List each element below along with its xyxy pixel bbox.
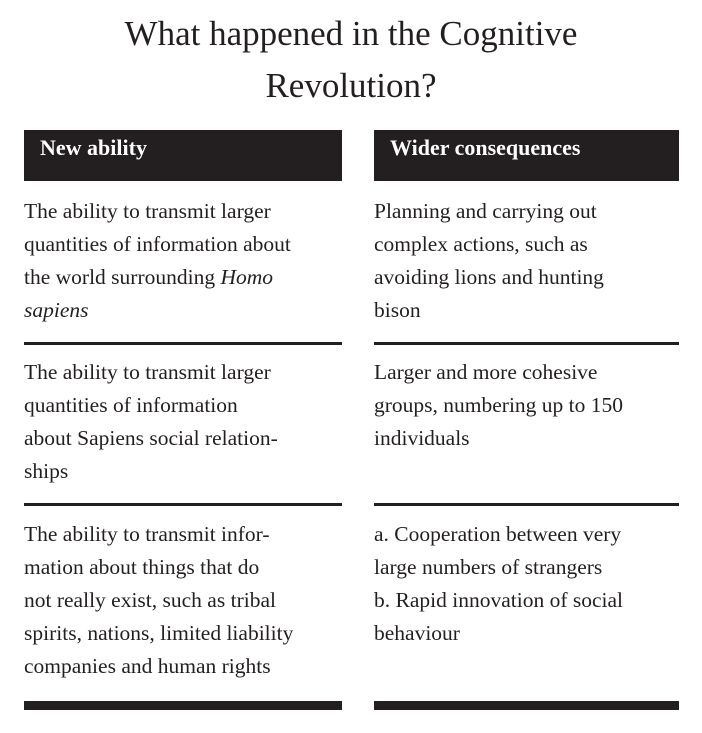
row-2-consequence-cell: Larger and more cohesive groups, numberi…: [374, 356, 674, 455]
row-3-ability-cell: The ability to transmit infor- mation ab…: [24, 518, 340, 683]
row-2-consequence-line: individuals: [374, 426, 470, 450]
row-2-consequence-line: Larger and more cohesive: [374, 360, 598, 384]
row-divider: [24, 342, 342, 345]
row-1-ability-italic: Homo: [220, 265, 274, 289]
row-3-ability-line: not really exist, such as tribal: [24, 588, 276, 612]
row-1-consequence-line: Planning and carrying out: [374, 199, 597, 223]
row-3-consequence-line: large numbers of strangers: [374, 555, 603, 579]
row-3-consequence-cell: a. Cooperation between very large number…: [374, 518, 674, 650]
row-2-ability-line: ships: [24, 459, 69, 483]
row-3-consequence-line: behaviour: [374, 621, 460, 645]
row-2-ability-line: about Sapiens social relation-: [24, 426, 278, 450]
row-1-ability-cell: The ability to transmit larger quantitie…: [24, 195, 340, 327]
page-title: What happened in the Cognitive Revolutio…: [0, 8, 702, 112]
row-2-ability-cell: The ability to transmit larger quantitie…: [24, 356, 340, 488]
header-wider-consequences: Wider consequences: [374, 130, 679, 181]
row-3-ability-line: The ability to transmit infor-: [24, 522, 270, 546]
row-1-ability-line: The ability to transmit larger: [24, 199, 271, 223]
page-title-line-1: What happened in the Cognitive: [124, 14, 578, 53]
row-1-ability-line: the world surrounding: [24, 265, 221, 289]
row-1-ability-italic: sapiens: [24, 298, 89, 322]
row-1-consequence-cell: Planning and carrying out complex action…: [374, 195, 674, 327]
row-2-consequence-line: groups, numbering up to 150: [374, 393, 624, 417]
row-1-consequence-line: complex actions, such as: [374, 232, 588, 256]
table-bottom-rule: [24, 701, 342, 710]
row-2-ability-line: quantities of information: [24, 393, 238, 417]
row-3-consequence-line: b. Rapid innovation of social: [374, 588, 624, 612]
row-3-ability-line: companies and human rights: [24, 654, 271, 678]
page-title-line-2: Revolution?: [265, 66, 437, 105]
row-1-ability-line: quantities of information about: [24, 232, 291, 256]
row-3-ability-line: spirits, nations, limited liability: [24, 621, 294, 645]
row-3-ability-line: mation about things that do: [24, 555, 260, 579]
row-2-ability-line: The ability to transmit larger: [24, 360, 271, 384]
row-1-consequence-line: bison: [374, 298, 421, 322]
row-divider: [374, 503, 679, 506]
header-new-ability: New ability: [24, 130, 342, 181]
row-divider: [374, 342, 679, 345]
table-bottom-rule: [374, 701, 679, 710]
row-divider: [24, 503, 342, 506]
row-1-consequence-line: avoiding lions and hunting: [374, 265, 604, 289]
row-3-consequence-line: a. Cooperation between very: [374, 522, 622, 546]
